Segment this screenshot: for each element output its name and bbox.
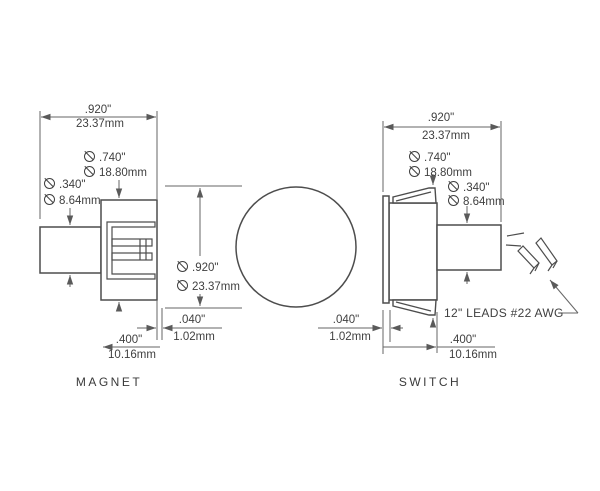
wire-lead	[517, 245, 540, 269]
diameter-icon	[177, 280, 188, 291]
magnet-barrel-length-mm: 10.16mm	[108, 349, 156, 361]
front-view	[165, 185, 357, 309]
switch-title: SWITCH	[398, 375, 462, 389]
diameter-icon	[448, 195, 459, 206]
front-view-dia-mm: 23.37mm	[177, 280, 240, 293]
wire-lead-stub	[506, 232, 525, 237]
magnet-barrel	[39, 226, 102, 274]
switch-flange	[382, 195, 390, 304]
switch-barrel-dia-inches: .340"	[448, 181, 489, 194]
switch-body	[388, 202, 438, 301]
wire-lead-tip	[529, 267, 535, 275]
diameter-icon	[409, 151, 420, 162]
magnet-connector-prong	[111, 238, 153, 247]
diameter-icon	[177, 261, 188, 272]
magnet-connector-prong	[111, 252, 153, 261]
switch-body-dia-mm: 18.80mm	[409, 166, 472, 179]
diameter-icon	[44, 194, 55, 205]
wire-lead-stub	[505, 244, 522, 247]
magnet-connector-bracket	[106, 221, 156, 280]
magnet-barrel-dia-mm: 8.64mm	[44, 194, 101, 207]
magnet-barrel-dia-inches: .340"	[44, 178, 85, 191]
magnet-title: MAGNET	[75, 375, 143, 389]
diameter-icon	[84, 166, 95, 177]
magnet-flange-gap-mm: 1.02mm	[173, 331, 215, 343]
switch-barrel	[436, 224, 502, 271]
switch-barrel-dia-mm: 8.64mm	[448, 195, 505, 208]
switch-flange-gap-mm: 1.02mm	[329, 331, 371, 343]
switch-view	[318, 121, 579, 354]
front-view-circle	[235, 186, 357, 308]
magnet-flange-gap-inches: .040"	[178, 314, 206, 326]
switch-width-inches: .920"	[427, 112, 455, 124]
switch-width-mm: 23.37mm	[422, 130, 470, 142]
leads-leader-arrow	[549, 279, 579, 314]
magnet-body	[100, 199, 158, 301]
switch-leads-note: 12" LEADS #22 AWG	[444, 306, 564, 320]
front-view-dia-inches: .920"	[177, 261, 218, 274]
magnet-body-dia-mm: 18.80mm	[84, 166, 147, 179]
switch-snap-barb-bottom	[392, 299, 437, 316]
diameter-icon	[448, 181, 459, 192]
switch-body-dia-inches: .740"	[409, 151, 450, 164]
switch-barrel-length-inches: .400"	[449, 334, 477, 346]
magnet-body-dia-inches: .740"	[84, 151, 125, 164]
switch-flange-gap-inches: .040"	[332, 314, 360, 326]
switch-barrel-length-mm: 10.16mm	[449, 349, 497, 361]
magnet-barrel-length-inches: .400"	[115, 334, 143, 346]
magnet-view	[39, 111, 222, 351]
switch-snap-barb-top	[392, 187, 437, 204]
diameter-icon	[44, 178, 55, 189]
wire-lead-tip	[552, 260, 558, 269]
wire-lead-tip	[547, 264, 553, 272]
diameter-icon	[84, 151, 95, 162]
switch-barb-detail	[395, 301, 432, 312]
magnet-width-mm: 23.37mm	[76, 118, 124, 130]
switch-barb-detail	[395, 191, 432, 202]
magnet-width-inches: .920"	[84, 104, 112, 116]
diameter-icon	[409, 166, 420, 177]
wire-lead-tip	[534, 262, 540, 272]
wire-lead	[535, 237, 558, 266]
